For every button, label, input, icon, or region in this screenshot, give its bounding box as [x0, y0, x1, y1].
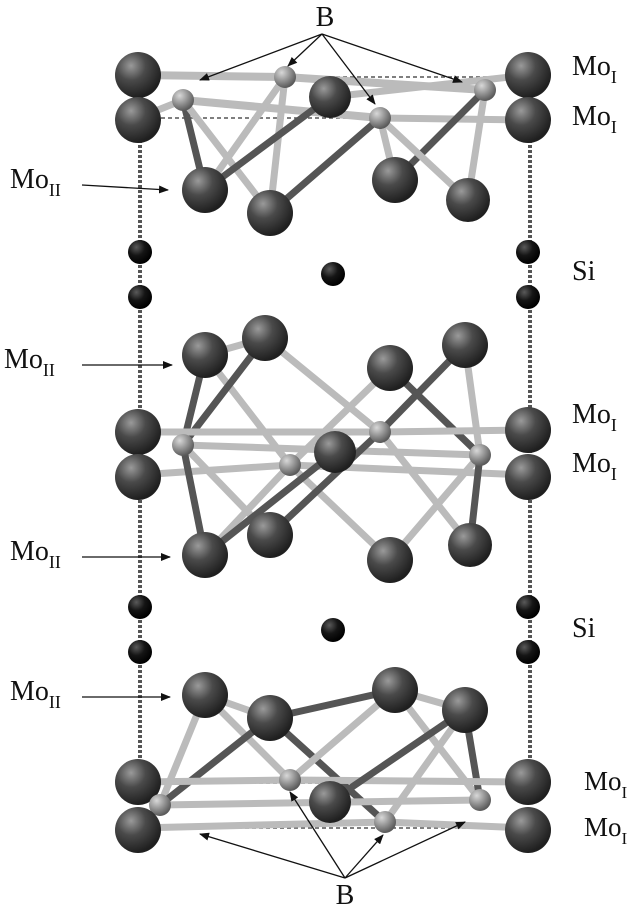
middle-layer — [115, 315, 551, 583]
mo-ii-atom — [367, 537, 413, 583]
mo-ii-atom — [182, 332, 228, 378]
mo-i-atom — [115, 409, 161, 455]
mo-ii-atom — [372, 667, 418, 713]
mo-ii-atom — [242, 315, 288, 361]
mo-i-label: MoI — [584, 812, 628, 848]
mo-ii-atom — [247, 190, 293, 236]
b-atom — [374, 811, 396, 833]
mo-ii-atom — [247, 695, 293, 741]
mo-i-atom — [505, 407, 551, 453]
si-atom — [128, 595, 152, 619]
si-atom — [516, 595, 540, 619]
mo-ii-atom — [182, 167, 228, 213]
si-atom — [321, 262, 345, 286]
b-atom — [369, 421, 391, 443]
mo-i-atom — [505, 52, 551, 98]
mo-ii-atom — [446, 178, 490, 222]
b-atom — [172, 89, 194, 111]
mo-ii-atom — [367, 345, 413, 391]
mo-ii-label: MoII — [10, 164, 61, 200]
mo-i-atom — [505, 97, 551, 143]
mo-i-atom — [115, 97, 161, 143]
mo-i-atom — [115, 759, 161, 805]
mo-i-atom — [115, 454, 161, 500]
mo-ii-atom — [442, 687, 488, 733]
annotation-arrows — [81, 33, 466, 879]
b-atom — [279, 769, 301, 791]
b-atom — [172, 434, 194, 456]
b-atom — [149, 794, 171, 816]
mo-i-label: MoI — [572, 448, 617, 484]
mo-ii-atom — [372, 157, 418, 203]
mo-i-atom — [314, 431, 356, 473]
mo-ii-label: MoII — [4, 344, 55, 380]
mo-ii-atom — [182, 672, 228, 718]
mo-ii-label: MoII — [10, 676, 61, 712]
b-atom — [469, 444, 491, 466]
si-atom — [321, 618, 345, 642]
mo-i-atom — [505, 454, 551, 500]
si-label: Si — [572, 256, 596, 287]
si-atom — [516, 285, 540, 309]
mo-i-label: MoI — [584, 766, 628, 802]
mo-ii-label: MoII — [10, 536, 61, 572]
mo-i-atom — [505, 807, 551, 853]
mo-i-label: MoI — [572, 101, 617, 137]
si-atom — [128, 285, 152, 309]
mo-ii-atom — [448, 523, 492, 567]
si-label: Si — [572, 613, 596, 644]
mo-ii-atom — [247, 512, 293, 558]
si-layer-1 — [128, 240, 540, 309]
si-atom — [516, 640, 540, 664]
mo-i-atom — [505, 759, 551, 805]
b-atom — [474, 79, 496, 101]
mo-i-atom — [115, 52, 161, 98]
top-layer — [115, 52, 551, 236]
labels: B B MoI MoI MoI MoI MoI MoI MoII MoII Mo… — [4, 2, 628, 911]
mo-i-label: MoI — [572, 51, 617, 87]
si-atom — [516, 240, 540, 264]
bottom-layer — [115, 667, 551, 853]
mo-i-atom — [309, 781, 351, 823]
si-layer-2 — [128, 595, 540, 664]
mo-ii-atom — [182, 532, 228, 578]
b-atom — [279, 454, 301, 476]
mo-i-atom — [309, 76, 351, 118]
mo-ii-atom — [442, 322, 488, 368]
b-label-top: B — [316, 2, 335, 33]
mo-i-atom — [115, 807, 161, 853]
si-atom — [128, 640, 152, 664]
b-atom — [469, 789, 491, 811]
si-atom — [128, 240, 152, 264]
b-atom — [369, 107, 391, 129]
mo-i-label: MoI — [572, 399, 617, 435]
b-label-bottom: B — [336, 880, 355, 911]
b-atom — [274, 66, 296, 88]
